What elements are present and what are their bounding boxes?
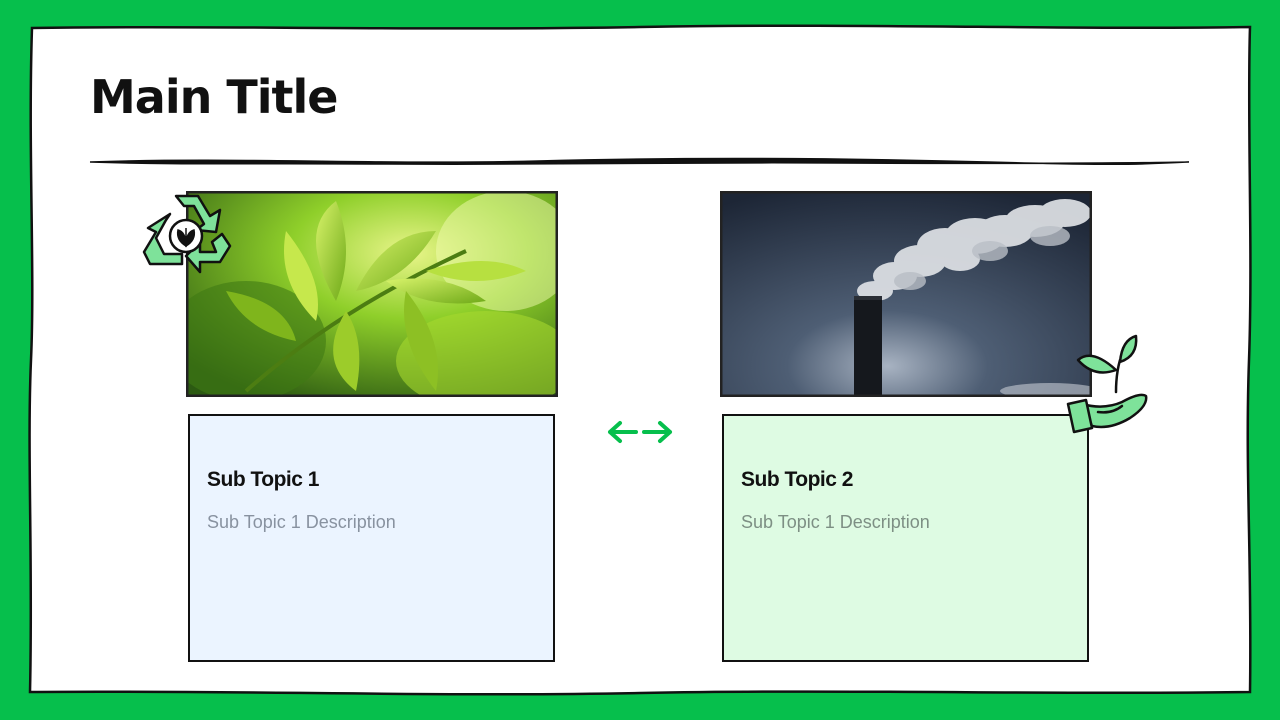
sub-topic-1-description: Sub Topic 1 Description <box>207 512 396 532</box>
page-title: Main Title <box>90 70 338 124</box>
plant-in-hand-icon <box>1066 334 1148 434</box>
title-divider <box>89 157 1190 166</box>
smokestack-photo <box>720 191 1092 397</box>
sub-topic-2-card: Sub Topic 2 Sub Topic 1 Description <box>722 414 1089 662</box>
sub-topic-1-title: Sub Topic 1 <box>207 468 319 491</box>
leaves-photo <box>186 191 558 397</box>
double-arrow-icon <box>608 421 672 443</box>
recycle-leaf-icon <box>142 194 232 274</box>
sub-topic-2-description: Sub Topic 1 Description <box>741 512 930 532</box>
sub-topic-2-title: Sub Topic 2 <box>741 468 853 491</box>
sub-topic-1-card: Sub Topic 1 Sub Topic 1 Description <box>188 414 555 662</box>
